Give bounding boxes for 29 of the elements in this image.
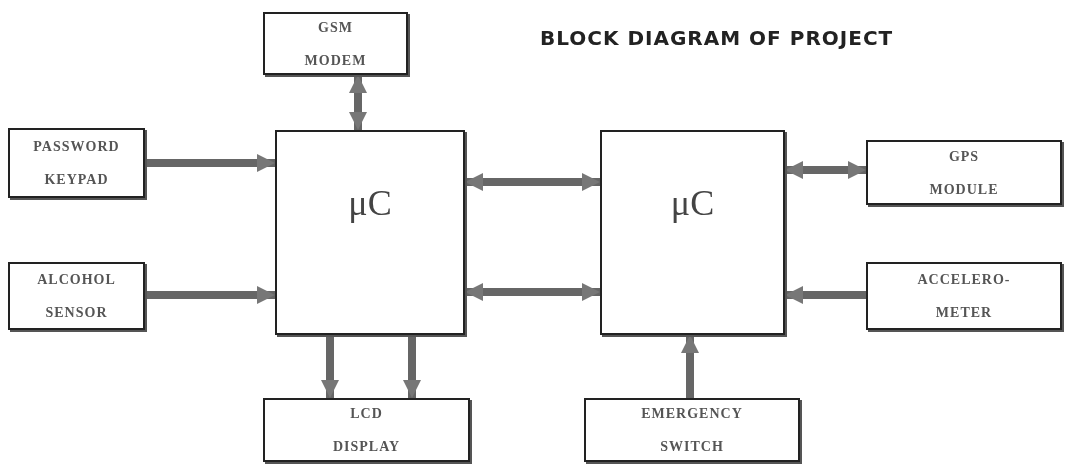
module-block xyxy=(8,128,145,198)
arrow xyxy=(145,286,275,304)
arrow xyxy=(403,335,421,398)
block-label: ACCELERO- METER xyxy=(916,271,1012,322)
arrow xyxy=(785,161,866,179)
module-block xyxy=(8,262,145,330)
block-label: GPS MODULE xyxy=(928,147,1000,199)
module-block xyxy=(866,140,1062,205)
microcontroller-block xyxy=(600,130,785,335)
module-block xyxy=(263,12,408,75)
block-label: μC xyxy=(670,184,715,221)
arrow xyxy=(321,335,339,398)
microcontroller-block xyxy=(275,130,465,335)
block-label: ALCOHOL SENSOR xyxy=(36,271,117,322)
arrow xyxy=(145,154,275,172)
diagram-title: BLOCK DIAGRAM OF PROJECT xyxy=(540,26,894,50)
arrow xyxy=(785,286,866,304)
arrow xyxy=(349,75,367,130)
block-label: μC xyxy=(348,184,392,221)
arrow xyxy=(465,173,600,191)
module-block xyxy=(866,262,1062,330)
module-block xyxy=(263,398,470,462)
arrow xyxy=(681,335,699,398)
module-block xyxy=(584,398,800,462)
block-label: GSM MODEM xyxy=(303,18,368,70)
block-label: LCD DISPLAY xyxy=(331,405,402,456)
block-label: PASSWORD KEYPAD xyxy=(32,138,121,189)
arrow xyxy=(465,283,600,301)
block-label: EMERGENCY SWITCH xyxy=(640,405,744,456)
